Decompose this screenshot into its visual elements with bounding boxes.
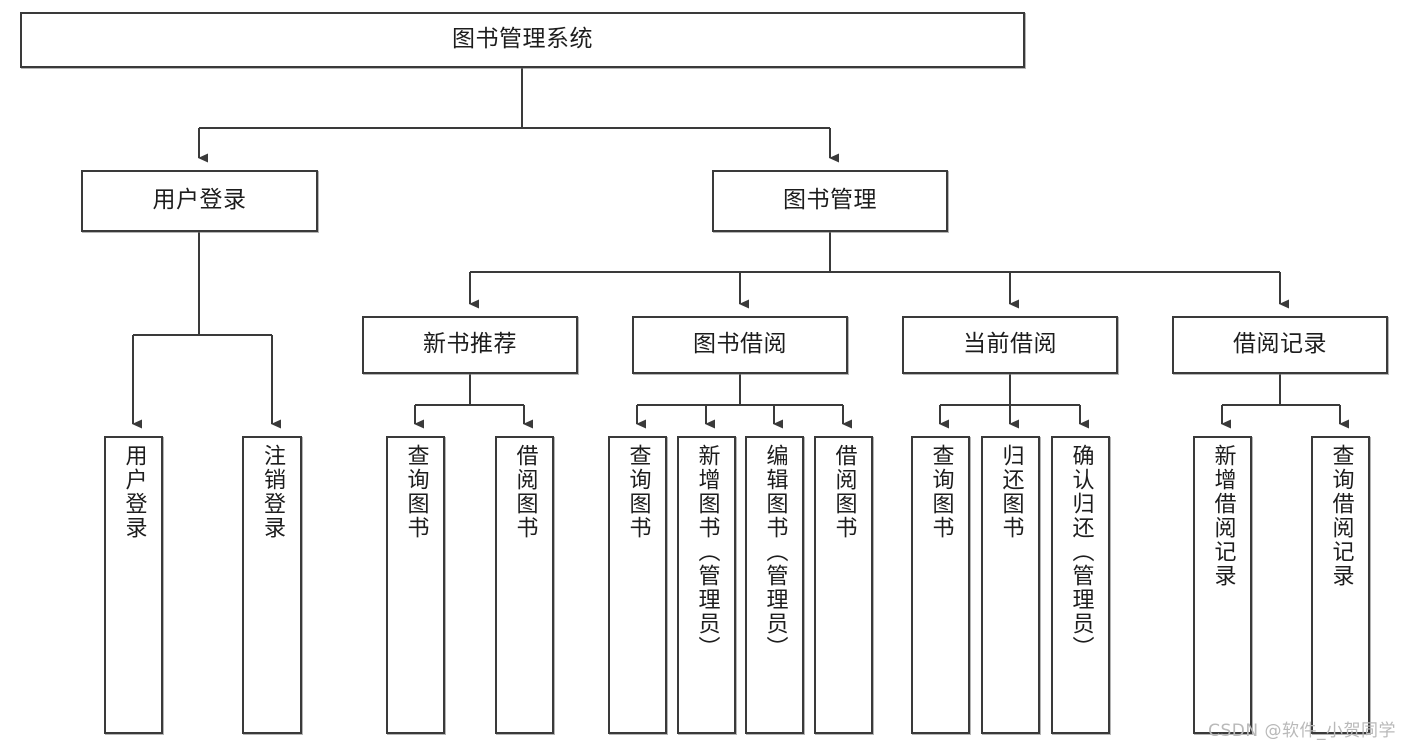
node-leaf-user-logout[interactable]: 注销登录 (242, 436, 302, 734)
node-borrow-record-label: 借阅记录 (1233, 331, 1327, 358)
node-leaf-add-record[interactable]: 新增借阅记录 (1193, 436, 1252, 734)
node-leaf-user-logout-label: 注销登录 (260, 444, 285, 540)
node-new-book-recommend[interactable]: 新书推荐 (362, 316, 578, 374)
csdn-watermark: CSDN @软件_小贺同学 (1208, 721, 1396, 741)
node-leaf-return-book-label: 归还图书 (998, 444, 1024, 540)
node-leaf-confirm-return-label: 确认归还（管理员） (1068, 444, 1094, 660)
node-root-label: 图书管理系统 (452, 26, 593, 53)
node-leaf-query-book-3-label: 查询图书 (928, 444, 954, 540)
node-leaf-query-book-2-label: 查询图书 (625, 444, 651, 540)
node-current-borrow[interactable]: 当前借阅 (902, 316, 1118, 374)
node-user-login-label: 用户登录 (152, 187, 247, 214)
node-book-management-label: 图书管理 (783, 187, 877, 214)
node-leaf-query-book-3[interactable]: 查询图书 (911, 436, 970, 734)
node-new-book-recommend-label: 新书推荐 (423, 331, 517, 358)
node-user-login[interactable]: 用户登录 (81, 170, 318, 232)
node-leaf-edit-book-label: 编辑图书（管理员） (762, 444, 788, 660)
node-leaf-edit-book[interactable]: 编辑图书（管理员） (745, 436, 804, 734)
node-leaf-add-record-label: 新增借阅记录 (1210, 444, 1236, 588)
node-leaf-borrow-book-2[interactable]: 借阅图书 (814, 436, 873, 734)
node-leaf-query-book-1-label: 查询图书 (403, 444, 429, 540)
node-current-borrow-label: 当前借阅 (963, 331, 1057, 358)
node-book-management[interactable]: 图书管理 (712, 170, 948, 232)
node-root[interactable]: 图书管理系统 (20, 12, 1025, 68)
node-leaf-return-book[interactable]: 归还图书 (981, 436, 1040, 734)
node-leaf-query-book-1[interactable]: 查询图书 (386, 436, 445, 734)
node-borrow-record[interactable]: 借阅记录 (1172, 316, 1388, 374)
node-leaf-query-book-2[interactable]: 查询图书 (608, 436, 667, 734)
node-leaf-add-book[interactable]: 新增图书（管理员） (677, 436, 736, 734)
node-leaf-query-record[interactable]: 查询借阅记录 (1311, 436, 1370, 734)
node-book-borrow-label: 图书借阅 (693, 331, 787, 358)
node-leaf-user-login-label: 用户登录 (121, 444, 147, 540)
node-leaf-confirm-return[interactable]: 确认归还（管理员） (1051, 436, 1110, 734)
node-leaf-borrow-book-1[interactable]: 借阅图书 (495, 436, 554, 734)
node-leaf-add-book-label: 新增图书（管理员） (694, 444, 720, 660)
node-book-borrow[interactable]: 图书借阅 (632, 316, 848, 374)
node-leaf-query-record-label: 查询借阅记录 (1328, 444, 1354, 588)
node-leaf-borrow-book-2-label: 借阅图书 (831, 444, 857, 540)
node-leaf-user-login[interactable]: 用户登录 (104, 436, 163, 734)
node-leaf-borrow-book-1-label: 借阅图书 (512, 444, 538, 540)
